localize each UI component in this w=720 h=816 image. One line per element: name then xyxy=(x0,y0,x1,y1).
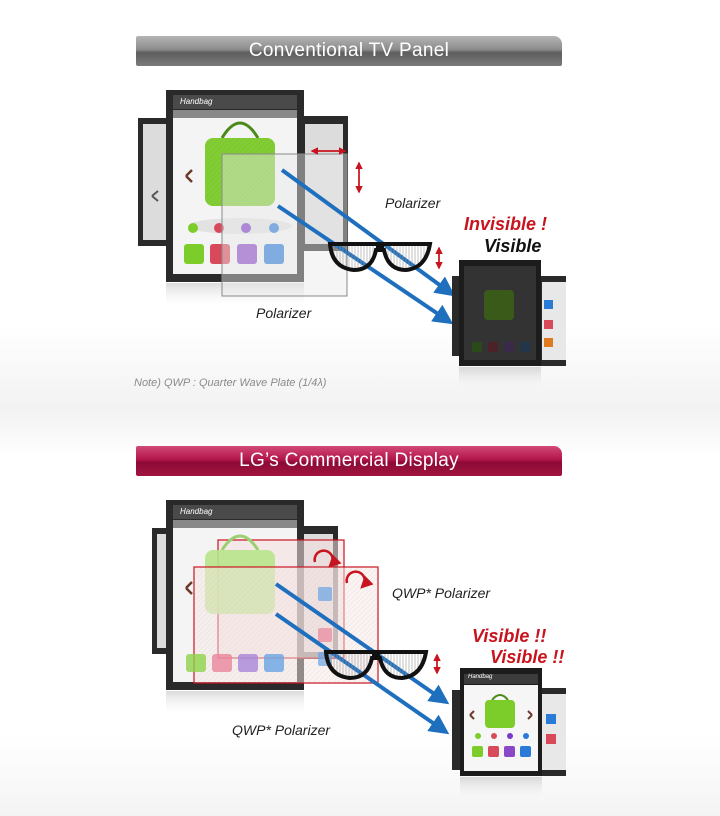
qwp-polarizer-label-bottom: QWP* Polarizer xyxy=(232,722,331,738)
top-polarizer-sheet xyxy=(221,153,348,297)
top-result-monitor xyxy=(452,260,566,391)
lg-banner: LG’s Commercial Display xyxy=(136,446,562,476)
visible-label-1: Visible !! xyxy=(472,626,547,646)
rotation-arrow-icon xyxy=(313,549,374,589)
top-monitor-stack xyxy=(138,90,348,309)
result-screen-title: Handbag xyxy=(468,674,493,680)
handbag-icon xyxy=(220,121,260,139)
polarizer-label-right: Polarizer xyxy=(385,195,441,211)
polarizer-label-bottom: Polarizer xyxy=(256,305,312,321)
visible-label: Visible xyxy=(484,236,542,256)
qwp-note: Note) QWP : Quarter Wave Plate (1/4λ) xyxy=(134,377,327,389)
vertical-arrow-icon xyxy=(355,161,443,270)
glasses-icon xyxy=(323,650,429,681)
conventional-banner: Conventional TV Panel xyxy=(136,36,562,66)
invisible-label: Invisible ! xyxy=(464,214,548,234)
top-screen-title: Handbag xyxy=(180,97,213,106)
visible-label-2: Visible !! xyxy=(490,647,565,667)
bottom-screen-title: Handbag xyxy=(180,507,213,516)
glasses-icon xyxy=(327,242,433,273)
qwp-polarizer-label-right: QWP* Polarizer xyxy=(392,585,491,601)
bottom-result-monitor xyxy=(452,668,566,801)
